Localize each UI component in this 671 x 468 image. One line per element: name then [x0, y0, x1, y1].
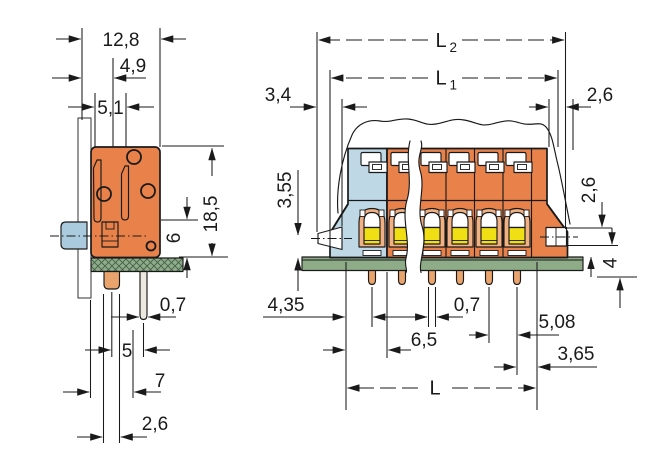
dim-4-35-label: 4,35: [268, 295, 305, 316]
dim-5-1-label: 5,1: [97, 98, 123, 119]
dim-6-label: 6: [164, 233, 185, 244]
spring-slot-1: [92, 159, 102, 223]
pin: [512, 269, 522, 286]
dim-3-65-label: 3,65: [558, 344, 595, 365]
dim-2-6-right-label: 2,6: [579, 177, 600, 203]
dim-5-1: 5,1: [68, 98, 154, 119]
pin: [367, 269, 377, 286]
break-lines: [404, 140, 425, 274]
dim-L1: L 1: [330, 68, 558, 93]
pcb-side: [90, 257, 184, 273]
dim-5-08: 5,08: [469, 312, 576, 339]
dim-L1-label: L: [435, 68, 446, 90]
solder-pins-front: [367, 269, 522, 286]
dim-L: L: [347, 378, 537, 400]
locating-peg: [103, 270, 121, 290]
dim-2-6-top-label: 2,6: [587, 85, 613, 106]
dim-3-55: 3,55: [275, 170, 302, 291]
dim-0-7-front: 0,7: [436, 295, 480, 321]
front-extension-lines: [316, 32, 637, 410]
dim-2-6-right: 2,6: [579, 177, 606, 228]
dim-L2-label: L: [435, 30, 446, 52]
dim-2-6-side: 2,6: [77, 414, 168, 441]
pin: [484, 269, 494, 286]
dim-6-5: 6,5: [323, 330, 437, 354]
dim-4-35: 4,35: [263, 295, 346, 321]
dim-L-label: L: [429, 378, 440, 400]
dim-4-9-label: 4,9: [120, 56, 146, 77]
pin: [397, 269, 407, 286]
dim-7-label: 7: [155, 371, 166, 392]
wavy-outline: [337, 118, 571, 225]
dim-5: 5: [85, 341, 170, 362]
pin: [455, 269, 465, 286]
dim-5-08-label: 5,08: [539, 312, 576, 333]
dim-18-5: 18,5: [201, 147, 222, 257]
hole-3: [140, 183, 156, 199]
pcb-front: [301, 256, 584, 272]
front-view: L 2 L 1 3,4 2,6 3,55: [263, 30, 637, 410]
dim-2-6-top: 2,6: [529, 85, 613, 111]
hole-4: [145, 240, 157, 252]
dim-2-6-side-label: 2,6: [142, 414, 168, 435]
dim-3-4: 3,4: [265, 85, 367, 111]
spring-slot-2: [120, 165, 130, 221]
dim-0-7-side: 0,7: [111, 295, 186, 321]
dim-0-7-front-label: 0,7: [454, 295, 480, 316]
dim-7: 7: [63, 371, 166, 396]
dim-5-label: 5: [122, 341, 133, 362]
solder-pin-side: [139, 270, 148, 321]
dim-L2: L 2: [317, 30, 565, 55]
dim-4-label: 4: [601, 257, 622, 268]
panel-hatch: [77, 117, 92, 299]
pin: [427, 269, 437, 286]
dim-6: 6: [164, 197, 191, 278]
dim-12-8: 12,8: [56, 30, 186, 51]
dim-6-5-label: 6,5: [411, 330, 437, 351]
side-view: 12,8 4,9 5,1 18,5 6 0,7: [50, 28, 228, 443]
dim-4: 4: [587, 228, 624, 308]
dim-18-5-label: 18,5: [201, 196, 222, 233]
dim-0-7-side-label: 0,7: [160, 295, 186, 316]
dim-L2-subscript: 2: [450, 40, 458, 55]
dim-4-9: 4,9: [52, 56, 146, 82]
dim-12-8-label: 12,8: [103, 30, 140, 51]
dim-3-65: 3,65: [494, 344, 597, 371]
dim-3-55-label: 3,55: [275, 172, 296, 209]
hole-2: [96, 186, 112, 202]
dim-3-4-label: 3,4: [265, 85, 292, 106]
dim-L1-subscript: 1: [450, 78, 458, 93]
hole-1: [126, 149, 142, 165]
